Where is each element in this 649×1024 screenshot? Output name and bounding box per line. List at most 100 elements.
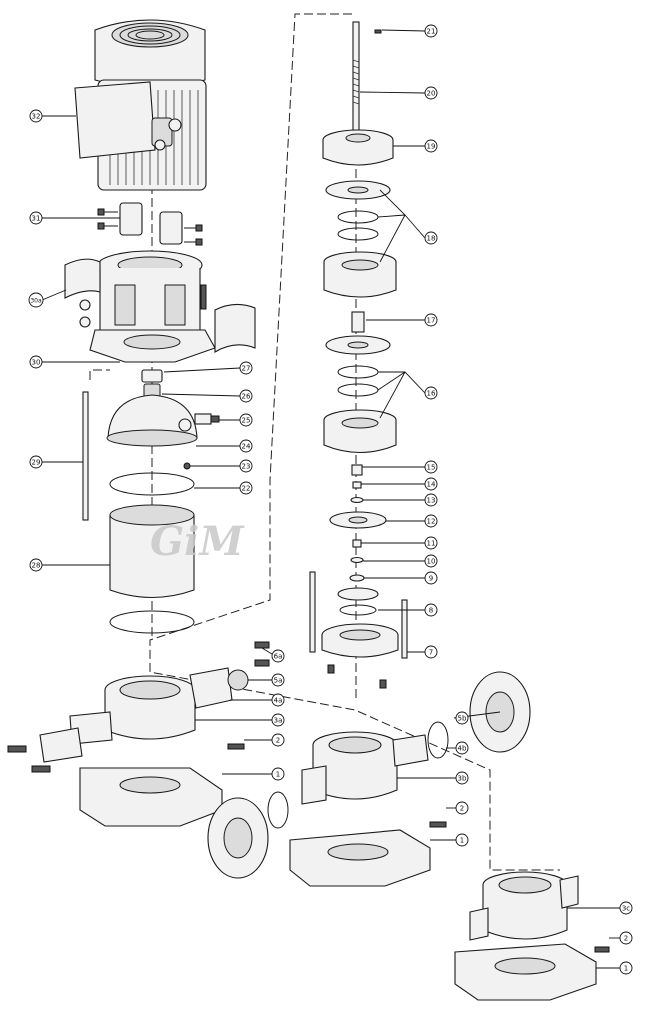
callout-15: 15 <box>424 460 438 474</box>
terminal-box <box>74 81 156 159</box>
tie-bolt <box>82 391 89 521</box>
svg-text:5b: 5b <box>458 715 467 723</box>
svg-text:24: 24 <box>242 443 251 451</box>
motor <box>74 19 207 191</box>
callout-7: 7 <box>424 645 438 659</box>
callout-19: 19 <box>424 139 438 153</box>
svg-text:3a: 3a <box>274 717 283 725</box>
callout-9: 9 <box>424 571 438 585</box>
svg-text:30a: 30a <box>30 298 42 305</box>
shaft <box>352 21 382 133</box>
callout-12: 12 <box>424 514 438 528</box>
svg-text:21: 21 <box>427 28 436 36</box>
callout-4a: 4a <box>271 693 285 707</box>
svg-text:29: 29 <box>32 459 41 467</box>
svg-text:5a: 5a <box>274 677 283 685</box>
svg-text:23: 23 <box>242 463 251 471</box>
guard-right <box>214 303 256 353</box>
svg-text:13: 13 <box>427 497 436 505</box>
callout-5b: 5b <box>455 711 469 725</box>
callout-27: 27 <box>239 361 253 375</box>
callout-31: 31 <box>29 211 43 225</box>
assembly-path-left <box>89 369 110 380</box>
svg-text:7: 7 <box>429 649 433 657</box>
callout-29: 29 <box>29 455 43 469</box>
assembly-path <box>149 13 560 871</box>
o-ring-bottom <box>109 610 195 634</box>
svg-text:19: 19 <box>427 143 436 151</box>
impeller-stage-upper <box>323 180 397 298</box>
svg-text:20: 20 <box>427 90 436 98</box>
callout-28: 28 <box>29 558 43 572</box>
svg-text:27: 27 <box>242 365 251 373</box>
pump-base-a <box>7 641 270 827</box>
callout-1-b: 1 <box>455 833 469 847</box>
watermark: GiM <box>150 518 245 565</box>
callout-1-c: 1 <box>619 961 633 975</box>
callout-17: 17 <box>424 313 438 327</box>
small-parts-stack <box>329 464 387 616</box>
pump-base-c <box>454 871 610 1001</box>
callout-25: 25 <box>239 413 253 427</box>
o-ring-top <box>109 472 195 496</box>
svg-text:32: 32 <box>32 113 41 121</box>
svg-text:22: 22 <box>242 485 251 493</box>
callout-2-c: 2 <box>619 931 633 945</box>
svg-text:1: 1 <box>276 771 280 779</box>
bottom-chamber <box>309 571 408 689</box>
svg-text:10: 10 <box>427 558 436 566</box>
svg-text:1: 1 <box>624 965 628 973</box>
svg-text:15: 15 <box>427 464 436 472</box>
callout-13: 13 <box>424 493 438 507</box>
callout-11: 11 <box>424 536 438 550</box>
callout-2-a: 2 <box>271 733 285 747</box>
callout-21: 21 <box>424 24 438 38</box>
coupling <box>97 202 203 246</box>
callout-3a: 3a <box>271 713 285 727</box>
callout-24: 24 <box>239 439 253 453</box>
callout-26: 26 <box>239 389 253 403</box>
callout-1-a: 1 <box>271 767 285 781</box>
svg-text:26: 26 <box>242 393 251 401</box>
motor-stool <box>64 250 256 363</box>
svg-text:4a: 4a <box>274 697 283 705</box>
svg-text:2: 2 <box>276 737 280 745</box>
impeller-stage-lower <box>323 335 397 453</box>
svg-text:28: 28 <box>32 562 41 570</box>
guard-left <box>64 258 101 299</box>
svg-text:11: 11 <box>427 540 436 548</box>
callout-22: 22 <box>239 481 253 495</box>
svg-text:18: 18 <box>427 235 436 243</box>
svg-text:8: 8 <box>429 607 433 615</box>
callout-10: 10 <box>424 554 438 568</box>
callout-32: 32 <box>29 109 43 123</box>
callout-14: 14 <box>424 477 438 491</box>
spacer-sleeve <box>351 311 365 333</box>
svg-text:16: 16 <box>427 390 436 398</box>
outer-sleeve <box>109 504 195 599</box>
svg-text:2: 2 <box>460 805 464 813</box>
pump-base-b <box>207 671 531 887</box>
callouts: 21 20 19 18 17 16 15 14 13 12 11 10 9 8 … <box>28 24 633 975</box>
svg-text:25: 25 <box>242 417 251 425</box>
callout-2-b: 2 <box>455 801 469 815</box>
svg-text:6a: 6a <box>274 653 283 661</box>
callout-23: 23 <box>239 459 253 473</box>
callout-6a: 6a <box>271 649 285 663</box>
svg-text:30: 30 <box>32 359 41 367</box>
svg-text:3b: 3b <box>458 775 467 783</box>
callout-16: 16 <box>424 386 438 400</box>
callout-8: 8 <box>424 603 438 617</box>
head-cover <box>106 394 220 470</box>
svg-text:1: 1 <box>460 837 464 845</box>
callout-18: 18 <box>424 231 438 245</box>
callout-3b: 3b <box>455 771 469 785</box>
svg-text:12: 12 <box>427 518 436 526</box>
svg-text:14: 14 <box>427 481 436 489</box>
svg-text:3c: 3c <box>622 905 630 913</box>
top-chamber <box>322 129 394 166</box>
callout-5a: 5a <box>271 673 285 687</box>
callout-3c: 3c <box>619 901 633 915</box>
